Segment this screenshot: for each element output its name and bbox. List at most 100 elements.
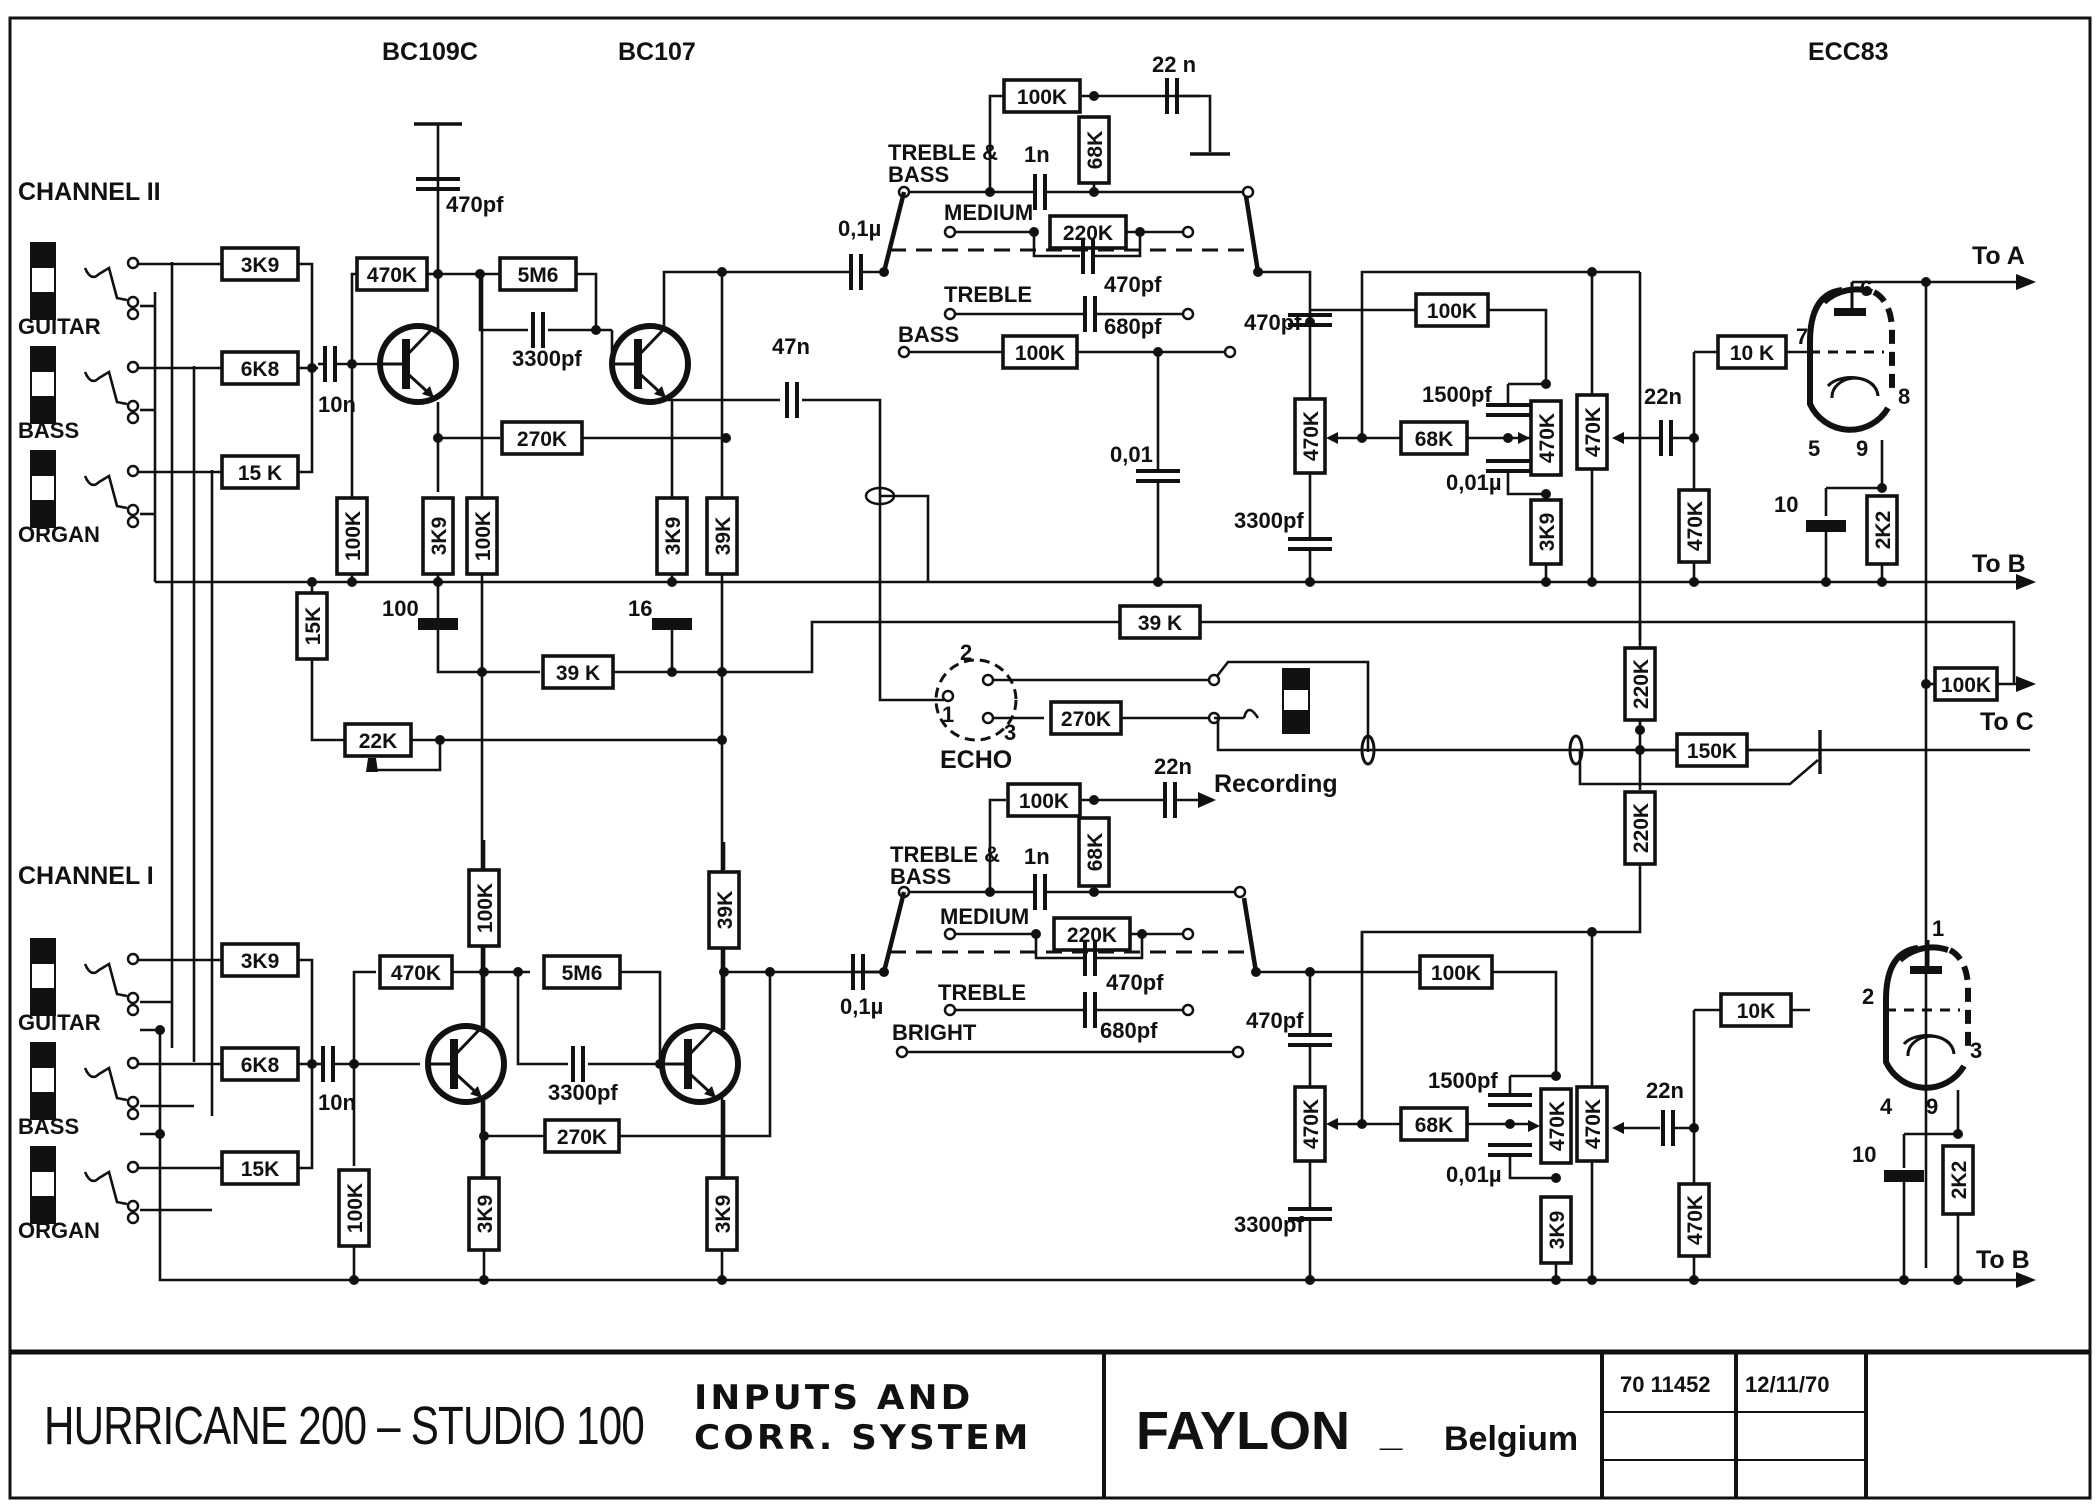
tube-pin: 7 bbox=[1796, 324, 1808, 349]
resistor-value: 470K bbox=[1546, 1101, 1569, 1151]
junction-dot bbox=[985, 887, 995, 897]
echo-pin-2: 2 bbox=[960, 640, 972, 665]
junction-dot bbox=[155, 1025, 165, 1035]
tube-pin: 2 bbox=[1862, 984, 1874, 1009]
capacitor-c_ch1_470b bbox=[1288, 1033, 1332, 1047]
wire bbox=[1258, 270, 1312, 318]
resistor-body bbox=[1529, 498, 1563, 566]
junction-dot bbox=[1305, 577, 1315, 587]
resistor-value: 470K bbox=[1300, 411, 1323, 461]
terminal bbox=[943, 307, 957, 321]
resistor-value: 100K bbox=[1019, 790, 1069, 813]
resistor-value: 150K bbox=[1687, 740, 1737, 763]
heading-channel-1: CHANNEL I bbox=[18, 862, 154, 890]
resistor-value: 220K bbox=[1630, 803, 1653, 853]
resistor-body bbox=[1414, 292, 1490, 328]
resistor-r_ch2_100k_b: 100K bbox=[465, 496, 499, 576]
wiper-arrow bbox=[1612, 1122, 1624, 1134]
junction-dot bbox=[479, 1275, 489, 1285]
resistor-r_ch1_3k9_a: 3K9 bbox=[467, 1176, 501, 1252]
capacitor-value: 470pf bbox=[1106, 970, 1164, 995]
wire bbox=[988, 94, 1004, 192]
capacitor-c_ch2_22n bbox=[1165, 78, 1179, 114]
terminal bbox=[126, 360, 140, 374]
junction-dot bbox=[477, 667, 487, 677]
resistor-body bbox=[337, 1168, 371, 1248]
junction-dot bbox=[349, 1275, 359, 1285]
wire bbox=[350, 272, 356, 364]
switch-label-bright: BRIGHT bbox=[892, 1020, 977, 1045]
title-block-manufacturer: FAYLON bbox=[1136, 1401, 1351, 1461]
resistor-value: 10K bbox=[1737, 1000, 1776, 1023]
capacitor-value: 1500pf bbox=[1428, 1068, 1498, 1093]
terminal bbox=[126, 1003, 140, 1017]
resistor-r_ch1_470k: 470K bbox=[378, 954, 454, 990]
resistor-r_150k: 150K bbox=[1675, 732, 1749, 768]
resistor-r_100k_c: 100K bbox=[1933, 666, 1999, 702]
input-jack bbox=[30, 1042, 128, 1120]
resistor-body bbox=[1623, 790, 1657, 866]
jack-contact bbox=[83, 473, 128, 510]
junction-dot bbox=[1587, 267, 1597, 277]
wire bbox=[1182, 94, 1212, 152]
wire bbox=[1360, 864, 1642, 972]
switch-label-bass: BASS bbox=[898, 322, 959, 347]
resistor-body bbox=[220, 350, 300, 386]
capacitor-c_ch2_in bbox=[323, 346, 337, 382]
arrow-to-b-bottom bbox=[2016, 1272, 2036, 1288]
resistor-body bbox=[1539, 1087, 1573, 1165]
terminal bbox=[126, 295, 140, 309]
title-block-model: HURRICANE 200 – STUDIO 100 bbox=[44, 1396, 645, 1456]
resistor-value: 100K bbox=[474, 883, 497, 933]
resistor-body bbox=[1677, 1182, 1711, 1258]
input-label-bass: BASS bbox=[18, 1114, 79, 1139]
resistor-value: 15K bbox=[241, 1158, 280, 1181]
terminal bbox=[1181, 307, 1195, 321]
echo-din-socket bbox=[934, 658, 1018, 742]
switch-lever bbox=[881, 191, 907, 273]
capacitor-c_ch2_001b bbox=[1486, 459, 1530, 473]
junction-dot bbox=[1089, 91, 1099, 101]
resistor-r_ch2_bass_100k: 100K bbox=[1001, 334, 1079, 370]
resistor-body bbox=[1399, 420, 1469, 456]
resistor-body bbox=[1001, 334, 1079, 370]
resistor-body bbox=[1575, 1085, 1609, 1163]
shield-marker bbox=[1360, 734, 1376, 766]
wire bbox=[436, 630, 540, 674]
resistor-r_ch2_2k2: 2K2 bbox=[1865, 494, 1899, 566]
tube-envelope bbox=[1883, 945, 1919, 1001]
resistor-value: 15K bbox=[302, 607, 325, 646]
resistor-body bbox=[465, 496, 499, 576]
resistor-value: 470K bbox=[1684, 1195, 1707, 1245]
switch-label-treble-bass-2: BASS bbox=[890, 864, 951, 889]
junction-dot bbox=[1541, 489, 1551, 499]
capacitor-value: 1n bbox=[1024, 142, 1050, 167]
resistor-r_ch2_100k_a: 100K bbox=[335, 496, 369, 576]
input-label-guitar: GUITAR bbox=[18, 314, 101, 339]
tube-pin: 5 bbox=[1808, 436, 1820, 461]
resistor-body bbox=[220, 942, 300, 978]
junction-dot bbox=[1551, 1173, 1561, 1183]
resistor-p_ch1_470k: 470K bbox=[1293, 1085, 1327, 1163]
terminal bbox=[126, 1160, 140, 1174]
capacitor-value: 10 bbox=[1774, 492, 1798, 517]
resistor-body bbox=[378, 954, 454, 990]
wiper-arrow bbox=[1612, 432, 1624, 444]
electrolytic-capacitor bbox=[1884, 1170, 1924, 1182]
emitter-arrow bbox=[422, 386, 434, 398]
resistor-r_ch2_5m6: 5M6 bbox=[498, 256, 578, 292]
resistor-r_ch1_68k: 68K bbox=[1399, 1106, 1469, 1142]
resistor-body bbox=[1716, 334, 1788, 370]
capacitor-value: 470pf bbox=[1104, 272, 1162, 297]
wire bbox=[992, 660, 1370, 752]
resistor-value: 39K bbox=[712, 517, 735, 556]
terminal bbox=[1241, 185, 1255, 199]
subtitle-line-2: CORR. SYSTEM bbox=[694, 1418, 1032, 1458]
resistor-body bbox=[542, 954, 622, 990]
resistor-r_ch2_3k9_b: 3K9 bbox=[655, 496, 689, 576]
resistor-value: 68K bbox=[1415, 1114, 1454, 1137]
resistor-r_220k_b: 220K bbox=[1623, 790, 1657, 866]
resistor-r_ch2_68k: 68K bbox=[1399, 420, 1469, 456]
resistor-r_ch1_39k_top: 39K bbox=[707, 870, 741, 950]
resistor-body bbox=[220, 1150, 300, 1186]
